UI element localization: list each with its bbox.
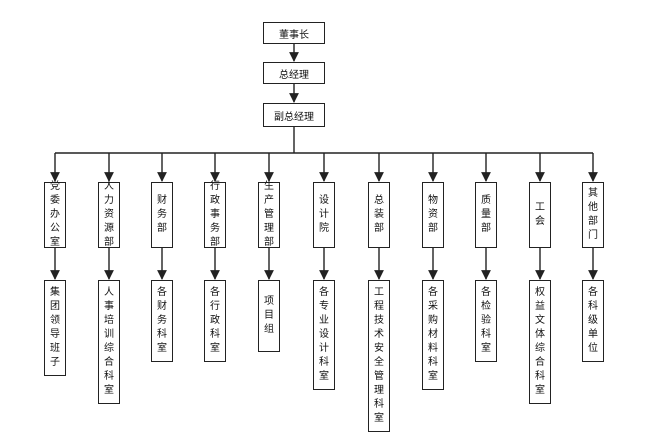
sub-unit-box-3-label: 各财务科室 xyxy=(157,287,167,354)
sub-unit-box-4-label: 各行政科室 xyxy=(210,287,220,354)
sub-unit-box-8-label: 各采购材料科室 xyxy=(428,287,438,382)
department-box-6-label: 设计院 xyxy=(319,195,329,234)
department-box-1: 党委办公室 xyxy=(44,181,66,248)
department-box-11-label: 其他部门 xyxy=(588,188,598,241)
sub-unit-box-2: 人事培训综合科室 xyxy=(98,280,120,404)
department-box-9-label: 质量部 xyxy=(481,195,491,234)
department-box-9: 质量部 xyxy=(475,182,497,248)
sub-unit-box-3: 各财务科室 xyxy=(151,280,173,362)
department-box-4: 行政事务部 xyxy=(204,181,226,248)
deputy-manager-label: 副总经理 xyxy=(274,111,314,123)
department-box-5: 生产管理部 xyxy=(258,181,280,248)
chairman-box: 董事长 xyxy=(263,22,325,44)
sub-unit-box-8: 各采购材料科室 xyxy=(422,280,444,390)
sub-unit-box-5: 项目组 xyxy=(258,280,280,352)
sub-unit-box-4: 各行政科室 xyxy=(204,280,226,362)
general-manager-box: 总经理 xyxy=(263,62,325,84)
sub-unit-box-9: 各检验科室 xyxy=(475,280,497,362)
department-box-4-label: 行政事务部 xyxy=(210,181,220,248)
general-manager-label: 总经理 xyxy=(279,69,309,81)
department-box-11: 其他部门 xyxy=(582,182,604,248)
department-box-8-label: 物资部 xyxy=(428,195,438,234)
department-box-3-label: 财务部 xyxy=(157,195,167,234)
department-box-2-label: 人力资源部 xyxy=(104,181,114,248)
sub-unit-box-6-label: 各专业设计科室 xyxy=(319,287,329,382)
department-box-1-label: 党委办公室 xyxy=(50,181,60,248)
deputy-manager-box: 副总经理 xyxy=(263,103,325,127)
department-box-7-label: 总装部 xyxy=(374,195,384,234)
sub-unit-box-2-label: 人事培训综合科室 xyxy=(104,287,114,396)
sub-unit-box-6: 各专业设计科室 xyxy=(313,280,335,390)
sub-unit-box-5-label: 项目组 xyxy=(264,296,274,335)
chairman-label: 董事长 xyxy=(279,29,309,41)
department-box-10-label: 工会 xyxy=(535,202,545,227)
sub-unit-box-7-label: 工程技术安全管理科室 xyxy=(374,287,384,424)
sub-unit-box-11-label: 各科级单位 xyxy=(588,287,598,354)
connector-lines xyxy=(50,44,598,280)
department-box-7: 总装部 xyxy=(368,182,390,248)
department-box-10: 工会 xyxy=(529,182,551,248)
sub-unit-box-1-label: 集团领导班子 xyxy=(50,287,60,368)
department-box-6: 设计院 xyxy=(313,182,335,248)
sub-unit-box-10: 权益文体综合科室 xyxy=(529,280,551,404)
sub-unit-box-1: 集团领导班子 xyxy=(44,280,66,376)
department-box-3: 财务部 xyxy=(151,182,173,248)
sub-unit-box-9-label: 各检验科室 xyxy=(481,287,491,354)
department-box-5-label: 生产管理部 xyxy=(264,181,274,248)
sub-unit-box-7: 工程技术安全管理科室 xyxy=(368,280,390,432)
department-box-8: 物资部 xyxy=(422,182,444,248)
sub-unit-box-11: 各科级单位 xyxy=(582,280,604,362)
sub-unit-box-10-label: 权益文体综合科室 xyxy=(535,287,545,396)
org-chart: 董事长 总经理 副总经理 党委办公室集团领导班子 人力资源部人事培训综合科室 财务部… xyxy=(44,22,604,432)
department-box-2: 人力资源部 xyxy=(98,181,120,248)
